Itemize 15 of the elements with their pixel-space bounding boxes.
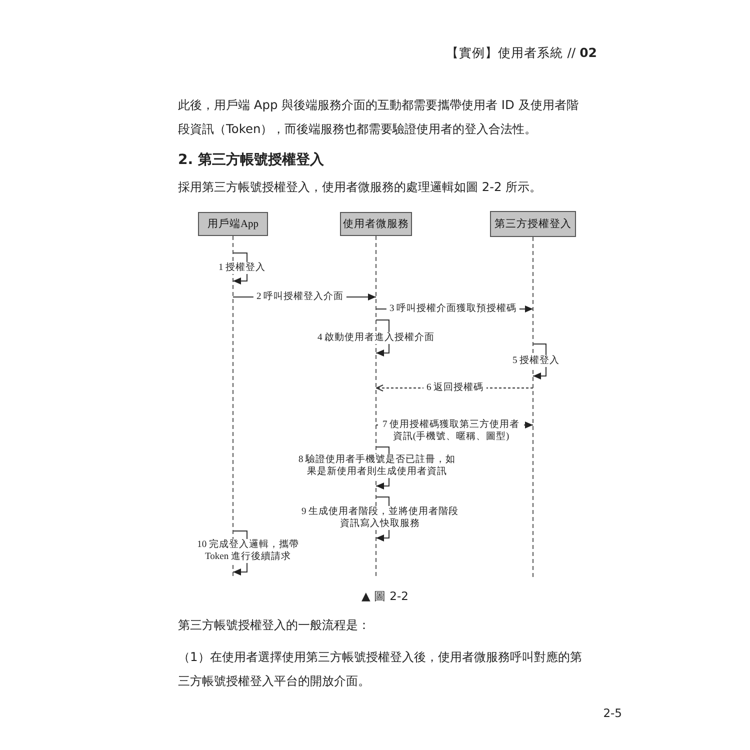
edge-label: 2 呼叫授權登入介面 [253,291,347,303]
body-paragraph: 此後，用戶端 App 與後端服務介面的互動都需要攜帶使用者 ID 及使用者階段資訊（Token），而後端服務也都需要驗證使用者的登入合法性。 [178,97,580,138]
section-heading: 2. 第三方帳號授權登入 [178,151,324,169]
participant-box: 用戶端App [198,212,268,236]
edge-label: 7 使用授權碼獲取第三方使用者資訊(手機號、暱稱、圖型) [378,419,524,443]
body-paragraph: （1）在使用者選擇使用第三方帳號授權登入後，使用者微服務呼叫對應的第三方帳號授權登入平台的開放介面。 [178,649,583,690]
edge-label: 6 返回授權碼 [423,382,487,394]
body-paragraph: 採用第三方帳號授權登入，使用者微服務的處理邏輯如圖 2-2 所示。 [178,179,542,196]
running-header: 【實例】使用者系統 // 02 [446,45,597,62]
figure-caption: ▲ 圖 2-2 [362,589,408,604]
body-paragraph: 第三方帳號授權登入的一般流程是： [178,617,370,634]
edge-label: 3 呼叫授權介面獲取預授權碼 [386,303,520,315]
page-number: 2-5 [603,706,622,720]
participant-box: 第三方授權登入 [490,211,576,237]
participant-box: 使用者微服務 [340,212,412,236]
